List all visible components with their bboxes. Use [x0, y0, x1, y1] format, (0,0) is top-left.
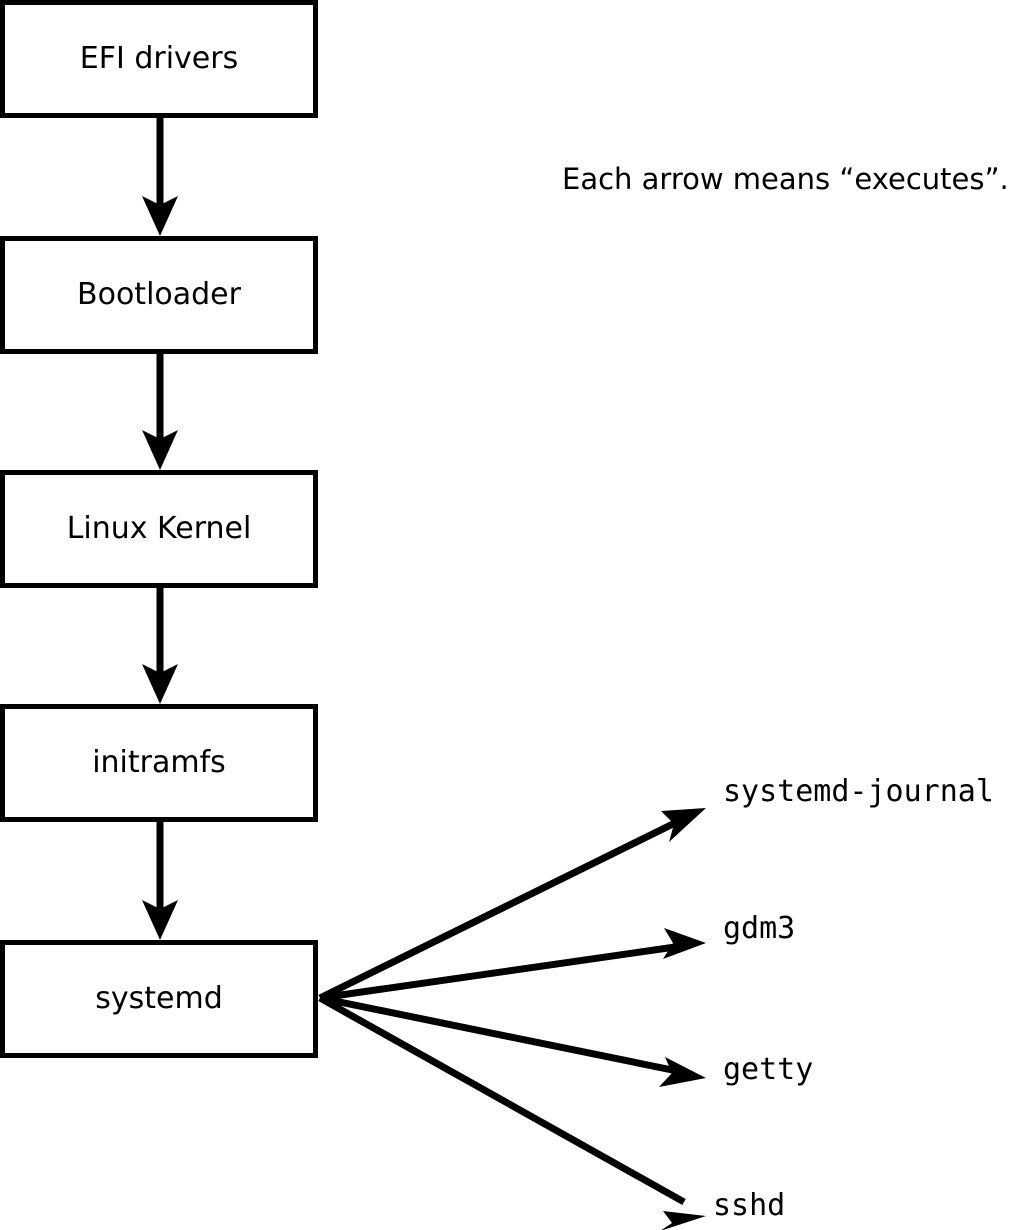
legend-note: Each arrow means “executes”.: [562, 162, 1009, 196]
stage-label-linux-kernel: Linux Kernel: [66, 511, 252, 546]
stage-box-efi-drivers[interactable]: EFI drivers: [0, 0, 318, 118]
chain-arrow-initramfs-to-systemd: [142, 822, 178, 940]
stage-box-initramfs[interactable]: initramfs: [0, 704, 318, 822]
chain-arrow-efi-to-bootloader: [142, 118, 178, 236]
fanout-arrow-getty: [319, 994, 706, 1087]
chain-arrow-bootloader-to-kernel: [142, 354, 178, 470]
service-label-gdm3: gdm3: [723, 911, 796, 946]
fanout-arrow-systemd-journal: [318, 808, 706, 1002]
stage-label-bootloader: Bootloader: [77, 277, 241, 312]
service-label-systemd-journal: systemd-journal: [723, 774, 994, 809]
stage-label-efi-drivers: EFI drivers: [79, 41, 239, 76]
chain-arrow-kernel-to-initramfs: [142, 588, 178, 704]
fanout-arrow-gdm3: [319, 928, 706, 1002]
stage-label-initramfs: initramfs: [92, 745, 226, 780]
service-label-sshd: sshd: [713, 1188, 786, 1223]
stage-box-systemd[interactable]: systemd: [0, 940, 318, 1058]
stage-box-linux-kernel[interactable]: Linux Kernel: [0, 470, 318, 588]
stage-label-systemd: systemd: [95, 981, 223, 1016]
fanout-arrow-sshd: [318, 994, 706, 1230]
service-label-getty: getty: [723, 1052, 814, 1087]
stage-box-bootloader[interactable]: Bootloader: [0, 236, 318, 354]
